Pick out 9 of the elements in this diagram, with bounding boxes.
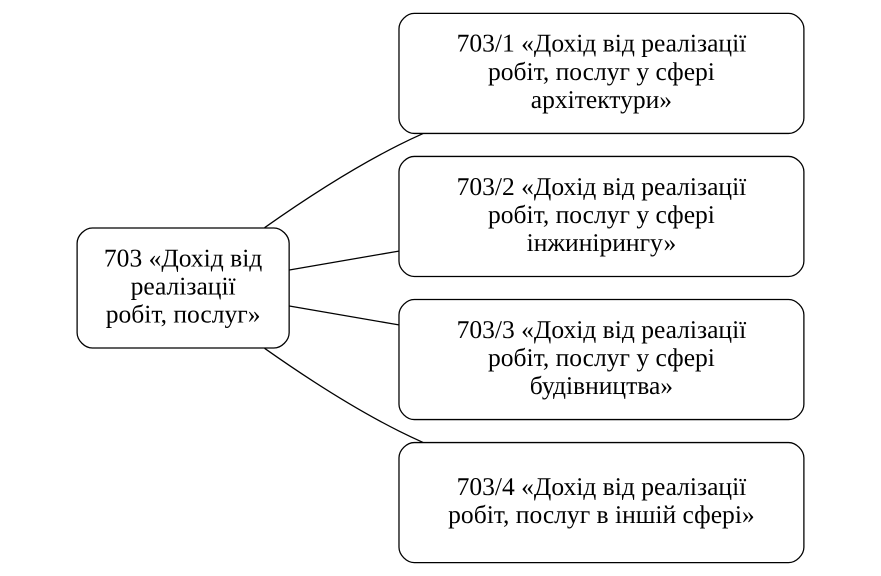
node-box: 703/3 «Дохід від реалізації робіт, послуг у сфері будівництва»: [398, 298, 805, 420]
connector: [264, 133, 424, 228]
connector: [289, 250, 399, 271]
node-box: 703/2 «Дохід від реалізації робіт, послуг у сфері інжинірингу»: [398, 156, 805, 278]
node-box: 703 «Дохід від реалізації робіт, послуг»: [76, 227, 290, 349]
node-box: 703/4 «Дохід від реалізації робіт, послуг в іншій сфері»: [398, 442, 805, 564]
connector: [264, 348, 424, 443]
connector: [289, 305, 399, 326]
node-box: 703/1 «Дохід від реалізації робіт, послуг у сфері архітектури»: [398, 12, 805, 134]
